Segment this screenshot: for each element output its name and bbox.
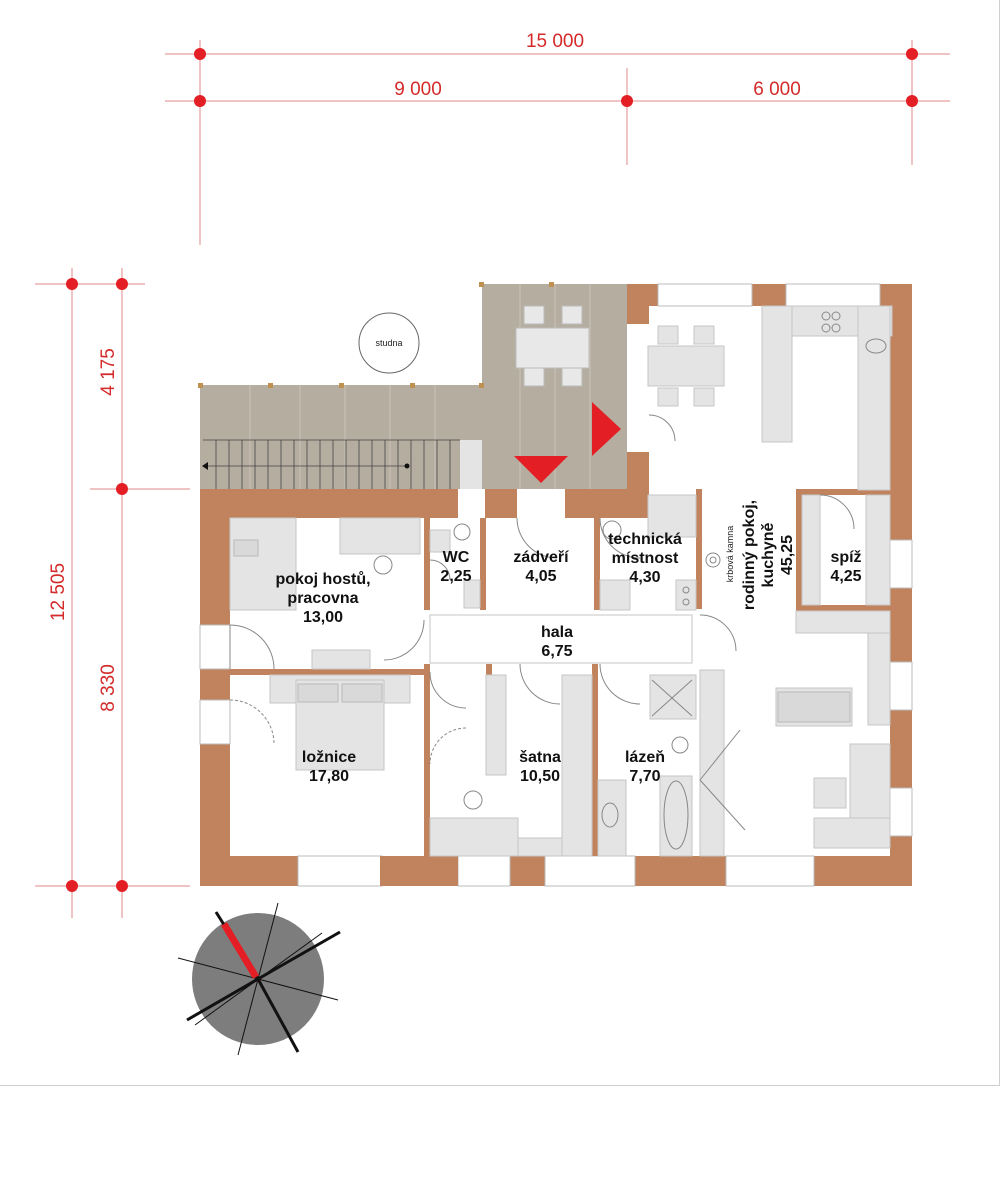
dim-top-total: 15 000 <box>526 31 584 52</box>
fireplace-label: krbová kamna <box>725 526 735 583</box>
dim-left-upper: 4 175 <box>98 348 119 396</box>
dim-left-lower: 8 330 <box>98 664 119 712</box>
well-circle <box>358 312 420 374</box>
well-label: studna <box>375 338 402 348</box>
dim-left-total: 12 505 <box>48 563 69 621</box>
terrace <box>198 282 627 491</box>
dim-top-right: 6 000 <box>753 79 801 100</box>
compass <box>177 902 341 1056</box>
dimension-nodes <box>66 48 918 892</box>
house <box>199 283 913 887</box>
entrance-arrow-down <box>514 456 568 483</box>
entrance-arrow-right <box>592 402 621 456</box>
dim-top-left: 9 000 <box>394 79 442 100</box>
